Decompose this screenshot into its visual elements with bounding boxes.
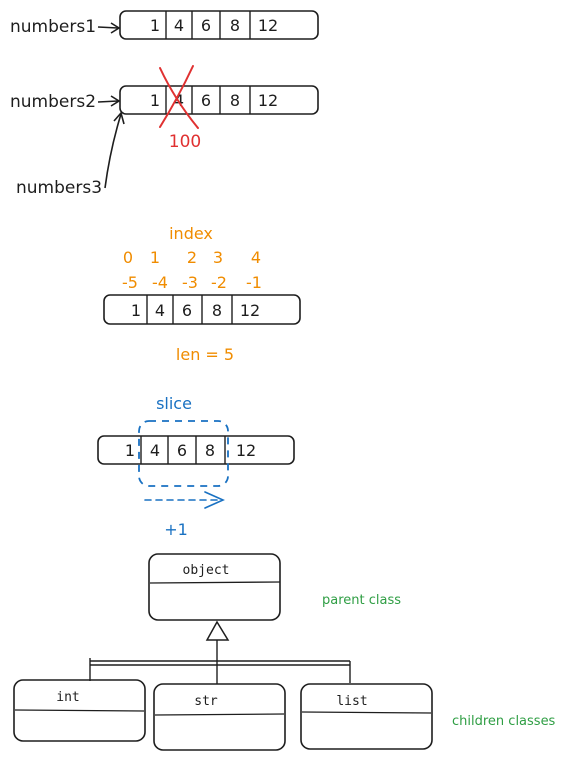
class-str-name: str <box>194 694 218 709</box>
class-str-box: str <box>153 683 286 751</box>
label-numbers3: numbers3 <box>16 178 102 198</box>
array4-cell-4: 12 <box>236 441 256 460</box>
index-pos-0: 0 <box>123 248 133 267</box>
array1-cell-2: 6 <box>201 16 211 35</box>
class-object-name: object <box>183 563 230 578</box>
new-value-100: 100 <box>169 132 201 152</box>
label-numbers1: numbers1 <box>10 17 96 37</box>
array1-cell-3: 8 <box>230 16 240 35</box>
array3-cell-2: 6 <box>182 301 192 320</box>
array4-cell-3: 8 <box>205 441 215 460</box>
index-neg-4: -1 <box>246 273 262 292</box>
array2-cell-4: 12 <box>258 91 278 110</box>
array2-cell-0: 1 <box>150 91 160 110</box>
index-neg-0: -5 <box>122 273 138 292</box>
index-pos-1: 1 <box>150 248 160 267</box>
index-negative-row: -5 -4 -3 -2 -1 <box>122 273 262 292</box>
array-numbers1: 1 4 6 8 12 <box>119 10 319 40</box>
slice-step-label: +1 <box>164 520 188 539</box>
class-list-box: list <box>300 683 433 750</box>
index-neg-1: -4 <box>152 273 168 292</box>
slice-selection-box <box>138 420 229 487</box>
array2-cell-3: 8 <box>230 91 240 110</box>
class-int-box: int <box>13 679 146 742</box>
dashed-right-arrow-icon <box>144 491 225 509</box>
array1-cell-1: 4 <box>174 16 184 35</box>
slice-title: slice <box>156 394 192 413</box>
array4-cell-0: 1 <box>125 441 135 460</box>
index-neg-2: -3 <box>182 273 198 292</box>
inheritance-lines <box>89 640 351 684</box>
array3-cell-1: 4 <box>155 301 165 320</box>
array3-cell-4: 12 <box>240 301 260 320</box>
array-slice: 1 4 6 8 12 <box>97 435 295 465</box>
label-numbers2: numbers2 <box>10 92 96 112</box>
array4-cell-1: 4 <box>150 441 160 460</box>
array2-cell-2: 6 <box>201 91 211 110</box>
length-label: len = 5 <box>176 345 234 364</box>
index-pos-3: 3 <box>213 248 223 267</box>
array-numbers2: 1 4 6 8 12 <box>119 85 319 115</box>
index-pos-2: 2 <box>187 248 197 267</box>
hollow-triangle-arrow-icon <box>205 620 230 641</box>
array4-cell-2: 6 <box>177 441 187 460</box>
parent-class-label: parent class <box>322 593 401 608</box>
index-pos-4: 4 <box>251 248 261 267</box>
index-positive-row: 0 1 2 3 4 <box>123 248 261 267</box>
array-index: 1 4 6 8 12 <box>103 294 301 325</box>
class-int-name: int <box>56 690 79 705</box>
arrow-numbers2 <box>97 95 121 107</box>
array1-cell-0: 1 <box>150 16 160 35</box>
arrow-numbers1 <box>97 22 121 34</box>
index-title: index <box>169 224 213 243</box>
children-classes-label: children classes <box>452 714 556 729</box>
array3-cell-0: 1 <box>131 301 141 320</box>
cross-out-mark-icon <box>159 65 199 129</box>
index-neg-3: -2 <box>211 273 227 292</box>
class-object-box: object <box>148 553 281 621</box>
array3-cell-3: 8 <box>212 301 222 320</box>
array1-cell-4: 12 <box>258 16 278 35</box>
class-list-name: list <box>336 694 367 709</box>
arrow-numbers3 <box>104 111 125 189</box>
